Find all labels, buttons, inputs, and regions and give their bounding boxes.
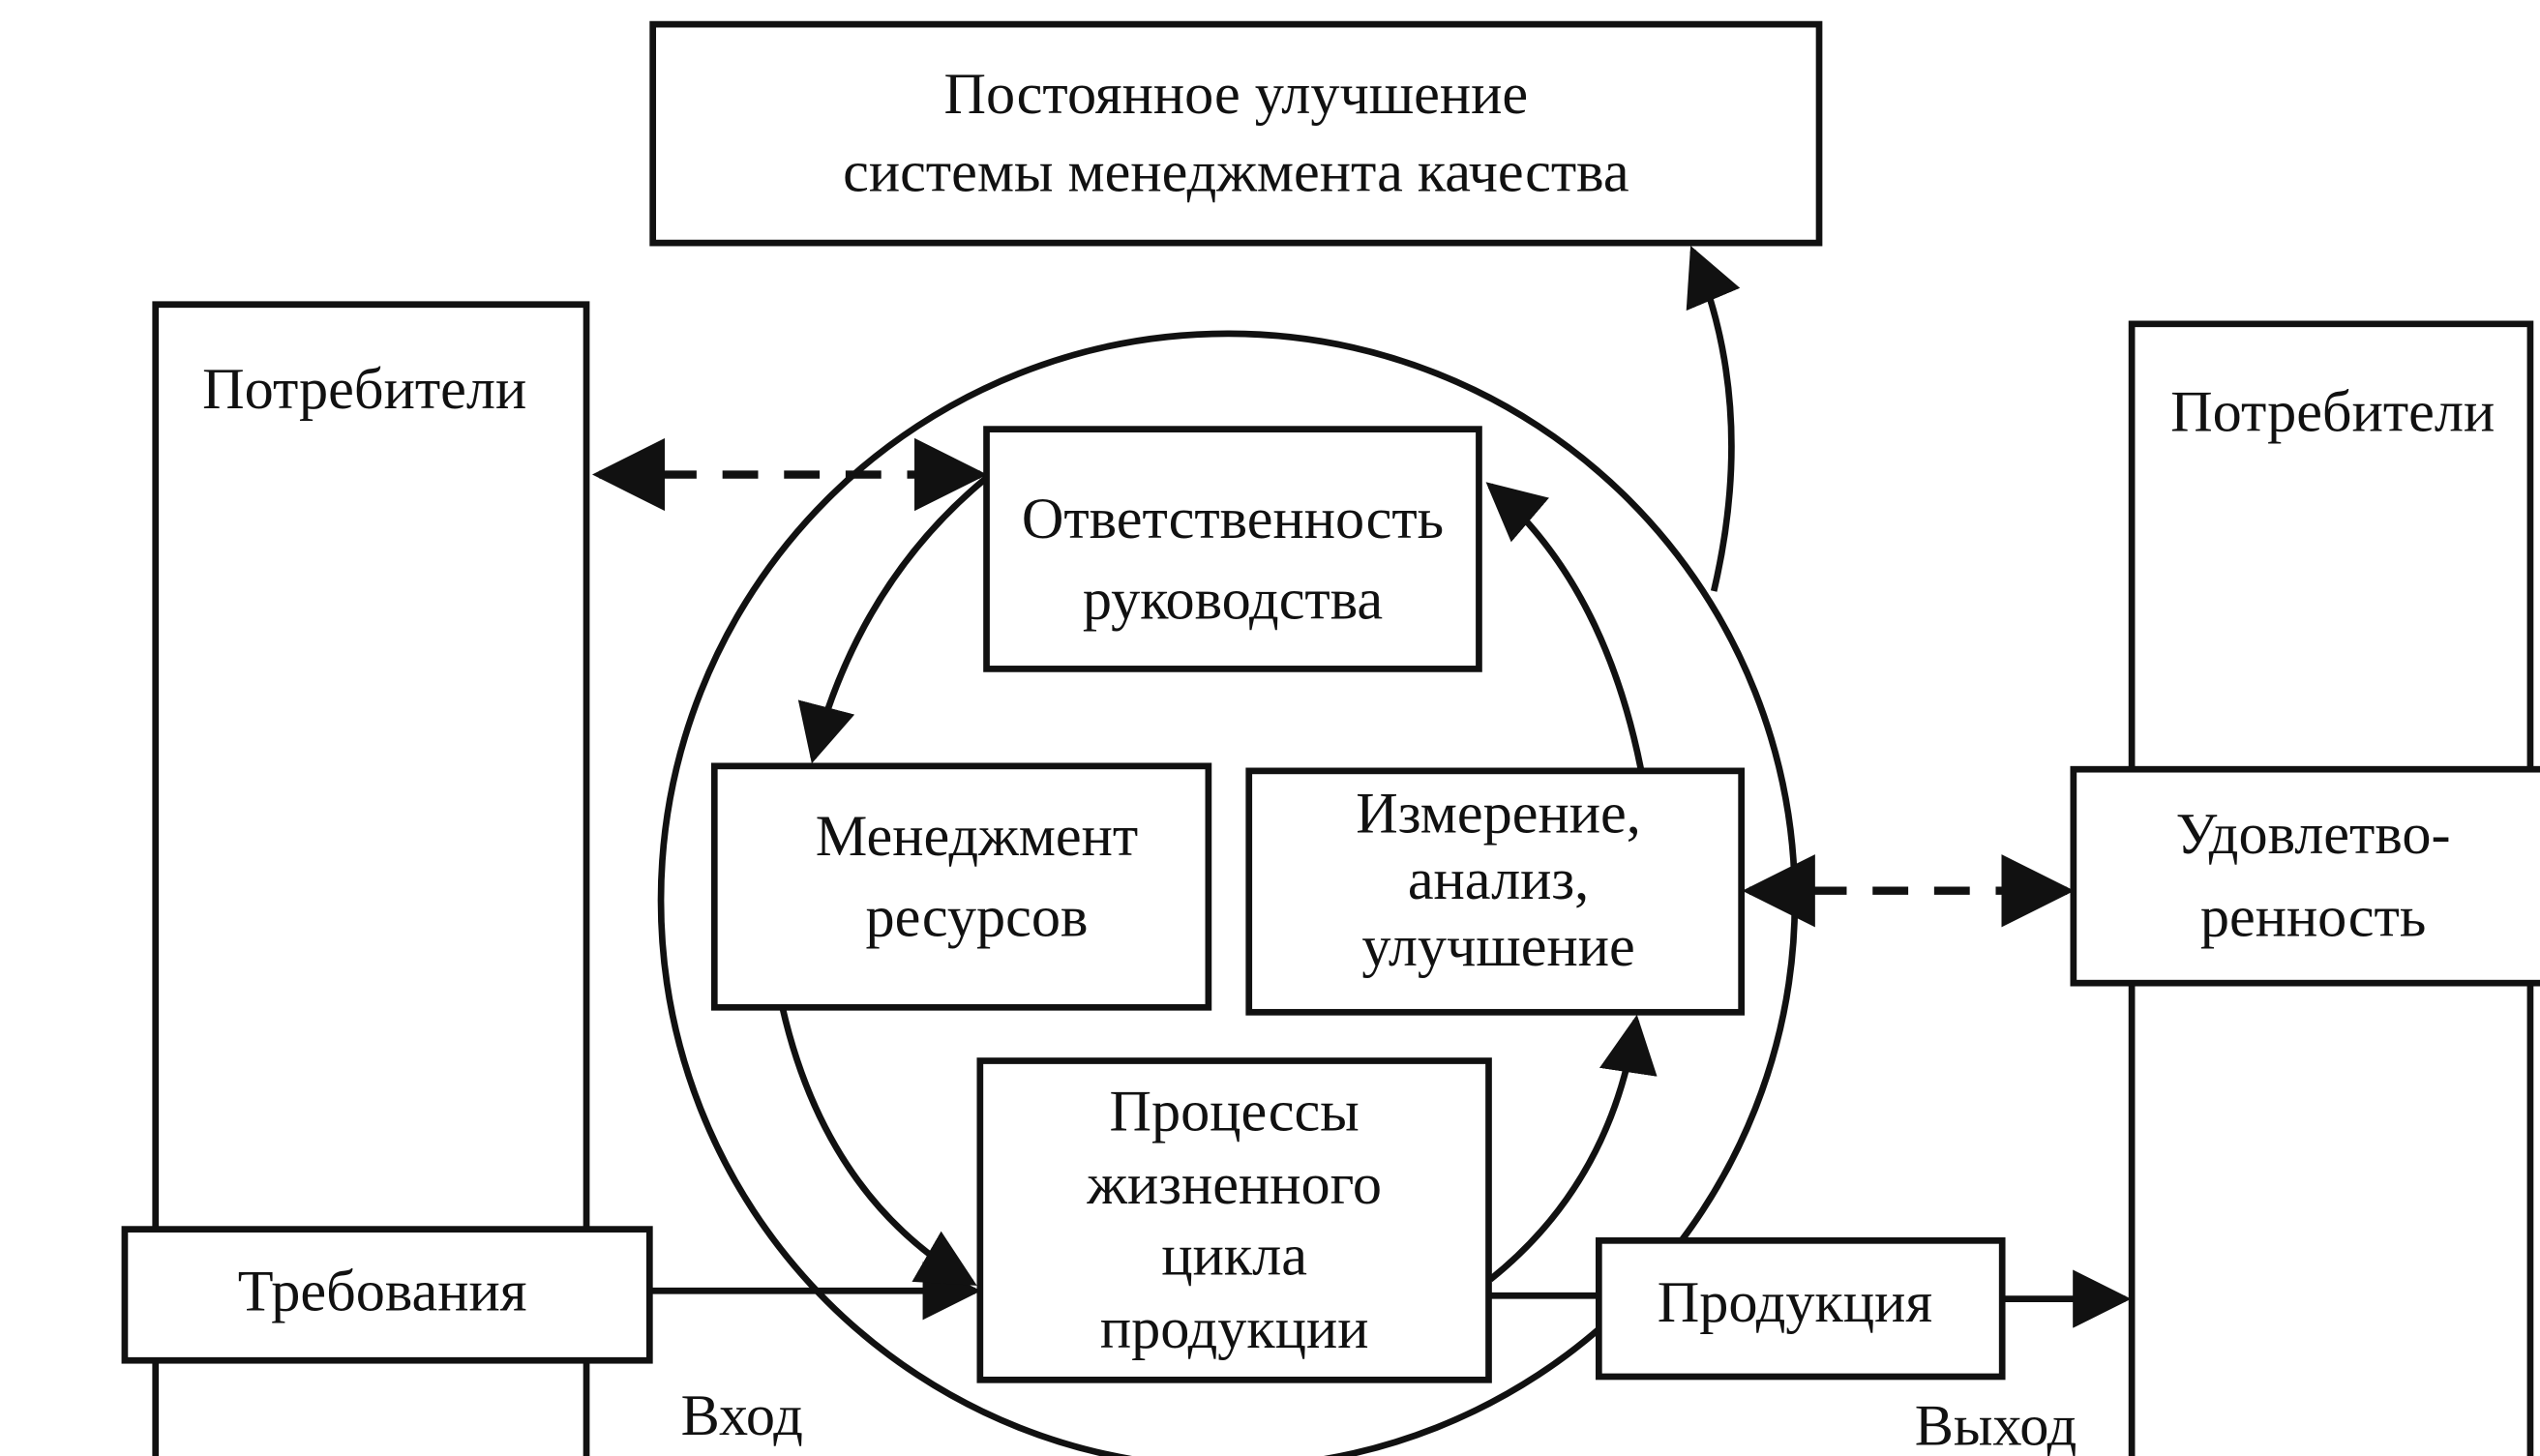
satisfaction-box: Удовлетво- ренность [2070, 765, 2540, 987]
product-label: Продукция [1658, 1270, 1932, 1335]
measurement-line-2: анализ, [1408, 847, 1589, 912]
continual-improvement-line-2: системы менеджмента качества [843, 140, 1629, 205]
measurement-to-responsibility-arrow [1485, 482, 1645, 770]
resources-to-processes-arrow [779, 1006, 977, 1286]
satisfaction-line-1: Удовлетво- [2176, 802, 2451, 867]
left-consumers-column: Потребители [152, 301, 590, 1456]
management-responsibility-box: Ответственность руководства [983, 426, 1482, 672]
measurement-line-3: улучшение [1361, 914, 1634, 979]
measurement-line-1: Измерение, [1356, 781, 1640, 846]
management-responsibility-line-1: Ответственность [1022, 487, 1444, 551]
resource-management-line-2: ресурсов [866, 885, 1089, 950]
continual-improvement-box: Постоянное улучшение системы менеджмента… [649, 20, 1823, 247]
output-label: Выход [1915, 1393, 2077, 1456]
satisfaction-line-2: ренность [2200, 885, 2427, 950]
product-realization-line-3: цикла [1161, 1224, 1307, 1289]
right-consumers-label: Потребители [2170, 379, 2495, 444]
product-box: Продукция [1595, 1236, 2006, 1381]
requirements-label: Требования [238, 1259, 527, 1323]
product-realization-line-1: Процессы [1110, 1080, 1360, 1144]
product-realization-box: Процессы жизненного цикла продукции [976, 1057, 1492, 1383]
responsibility-to-resources-arrow [797, 475, 989, 764]
management-responsibility-line-2: руководства [1083, 567, 1383, 632]
requirements-box: Требования [121, 1226, 653, 1364]
measurement-analysis-improvement-box: Измерение, анализ, улучшение [1245, 767, 1746, 1016]
product-realization-line-4: продукции [1100, 1296, 1369, 1361]
input-label: Вход [681, 1383, 803, 1448]
product-realization-line-2: жизненного [1086, 1152, 1382, 1217]
left-consumers-label: Потребители [202, 357, 526, 422]
to-continual-improvement-arrow [1686, 245, 1741, 592]
resource-management-box: Менеджмент ресурсов [710, 762, 1212, 1011]
processes-to-measurement-arrow [1488, 1014, 1658, 1283]
resource-management-line-1: Менеджмент [816, 804, 1138, 869]
continual-improvement-line-1: Постоянное улучшение [944, 62, 1529, 127]
